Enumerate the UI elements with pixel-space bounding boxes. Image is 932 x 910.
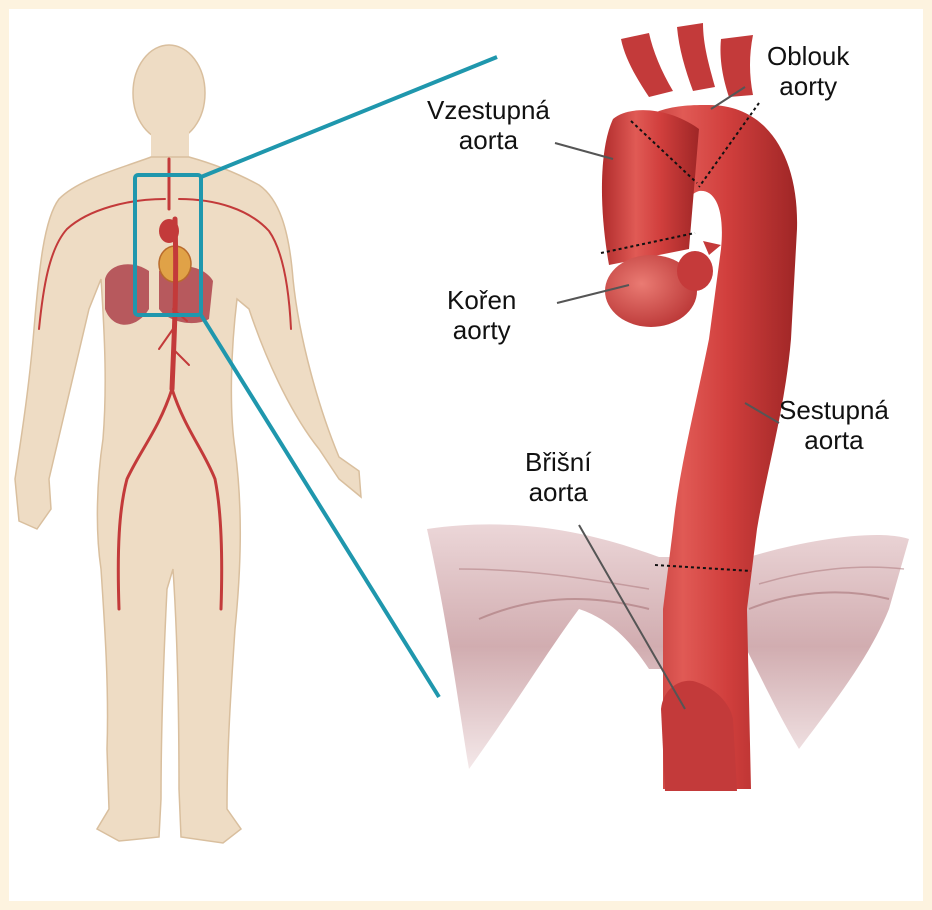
human-body-figure xyxy=(15,45,361,843)
label-descending-aorta: Sestupná aorta xyxy=(779,395,889,455)
label-aortic-arch: Oblouk aorty xyxy=(767,41,849,101)
aorta-diagram: Oblouk aorty Vzestupná aorta Kořen aorty… xyxy=(9,9,923,901)
label-aortic-root: Kořen aorty xyxy=(447,285,516,345)
label-ascending-aorta: Vzestupná aorta xyxy=(427,95,550,155)
label-abdominal-aorta: Břišní aorta xyxy=(525,447,591,507)
